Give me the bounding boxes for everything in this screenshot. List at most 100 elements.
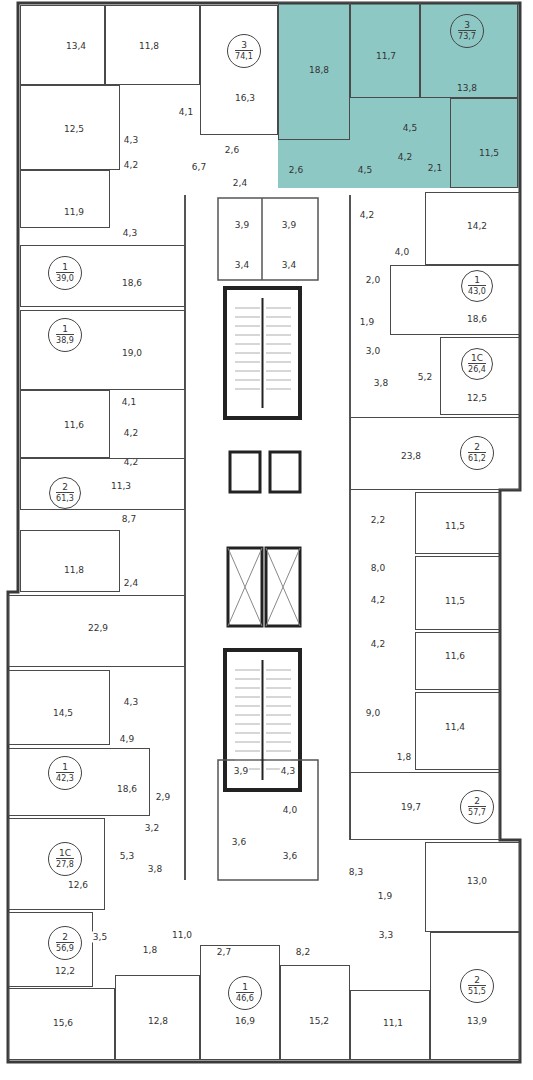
room-area: 4,1 <box>122 397 136 407</box>
room-area: 4,9 <box>120 734 134 744</box>
room-area: 8,0 <box>371 563 385 573</box>
stair-step <box>266 371 291 372</box>
apartment-area: 38,9 <box>56 334 74 346</box>
room-label: 9,0 <box>365 708 381 719</box>
highlighted-apartment <box>278 2 520 188</box>
stair-core <box>225 650 300 790</box>
room-label: 3,4 <box>281 260 297 271</box>
room-label: 4,2 <box>370 595 386 606</box>
room-area: 11,5 <box>445 521 465 531</box>
room-label: 8,7 <box>121 514 137 525</box>
room-label: 2,7 <box>216 947 232 958</box>
room-area: 4,2 <box>124 160 138 170</box>
elevator <box>266 548 300 626</box>
room-count: 2 <box>62 482 68 492</box>
room-area: 13,8 <box>457 83 477 93</box>
apartment-area: 27,8 <box>56 858 74 870</box>
room-label: 3,6 <box>231 837 247 848</box>
apartment-badge: 374,1 <box>227 34 261 68</box>
apartment-area: 51,5 <box>468 985 486 997</box>
room-area: 8,3 <box>349 867 363 877</box>
apartment-badge: 1С26,4 <box>461 348 493 380</box>
elevator <box>266 548 300 626</box>
room-area: 5,2 <box>418 372 432 382</box>
elevator <box>230 452 260 492</box>
stair-step <box>235 344 260 345</box>
stair-step <box>235 706 260 707</box>
room-label: 1,9 <box>359 317 375 328</box>
room-area: 3,5 <box>93 932 107 942</box>
room-box: 18,6139,0 <box>20 245 185 307</box>
stair-step <box>235 308 260 309</box>
room-box: 11,1 <box>350 990 430 1060</box>
room-area: 3,9 <box>235 220 249 230</box>
room-area: 1,9 <box>378 891 392 901</box>
room-box: 13,0 <box>425 842 520 932</box>
room-label: 2,4 <box>123 578 139 589</box>
room-count: 1 <box>62 262 68 272</box>
stair-step <box>235 751 260 752</box>
room-label: 1,8 <box>142 945 158 956</box>
room-area: 11,8 <box>139 41 159 51</box>
stair-step <box>235 389 260 390</box>
room-area: 11,5 <box>445 596 465 606</box>
room-area: 5,3 <box>120 851 134 861</box>
room-label: 3,8 <box>373 378 389 389</box>
room-area: 2,9 <box>156 792 170 802</box>
room-area: 13,4 <box>66 41 86 51</box>
room-area: 15,2 <box>309 1016 329 1026</box>
stair-steps <box>235 298 291 780</box>
room-label: 4,2 <box>123 160 139 171</box>
stair-step <box>266 317 291 318</box>
room-area: 19,7 <box>401 802 421 812</box>
room-area: 2,7 <box>217 947 231 957</box>
room-label: 6,7 <box>191 162 207 173</box>
stair-step <box>266 706 291 707</box>
room-box: 13,9251,5 <box>430 932 520 1060</box>
room-area: 12,6 <box>68 880 88 890</box>
room-area: 4,3 <box>281 766 295 776</box>
room-label: 4,2 <box>123 428 139 439</box>
room-area: 2,6 <box>225 145 239 155</box>
room-area: 4,5 <box>403 123 417 133</box>
room-box: 11,8 <box>105 5 200 85</box>
room-label: 3,8 <box>147 864 163 875</box>
stair-step <box>266 362 291 363</box>
room-label: 4,0 <box>282 805 298 816</box>
room-area: 4,2 <box>371 595 385 605</box>
room-box: 11,4 <box>415 692 500 770</box>
room-count: 1С <box>59 848 71 858</box>
stair-step <box>266 760 291 761</box>
room-box: 14,5 <box>8 670 110 745</box>
stair-step <box>235 326 260 327</box>
room-label: 8,0 <box>370 563 386 574</box>
room-area: 3,2 <box>145 823 159 833</box>
apartment-badge: 261,3 <box>49 477 81 509</box>
stair-step <box>235 362 260 363</box>
room-count: 1 <box>242 982 248 992</box>
room-box: 16,3374,1 <box>200 5 278 135</box>
room-area: 2,4 <box>233 178 247 188</box>
room-label: 2,4 <box>232 178 248 189</box>
room-box: 18,6 143,0 <box>390 265 520 335</box>
apartment-badge: 143,0 <box>461 270 493 302</box>
room-area: 3,8 <box>148 864 162 874</box>
room-area: 12,5 <box>64 124 84 134</box>
stair-step <box>235 380 260 381</box>
room-box: 12,8 <box>115 975 200 1060</box>
room-area: 3,6 <box>283 851 297 861</box>
room-label: 4,5 <box>357 165 373 176</box>
apartment-badge: 251,5 <box>460 969 494 1003</box>
room-box: 12,5 <box>20 85 120 170</box>
room-area: 18,6 <box>467 314 487 324</box>
stair-step <box>266 380 291 381</box>
room-area: 4,2 <box>371 639 385 649</box>
room-area: 12,5 <box>467 393 487 403</box>
room-label: 2,2 <box>370 515 386 526</box>
room-count: 1С <box>471 353 483 363</box>
room-area: 8,2 <box>296 947 310 957</box>
room-area: 2,4 <box>124 578 138 588</box>
elevator <box>228 548 262 626</box>
apartment-area: 61,2 <box>468 452 486 464</box>
stair-step <box>266 733 291 734</box>
